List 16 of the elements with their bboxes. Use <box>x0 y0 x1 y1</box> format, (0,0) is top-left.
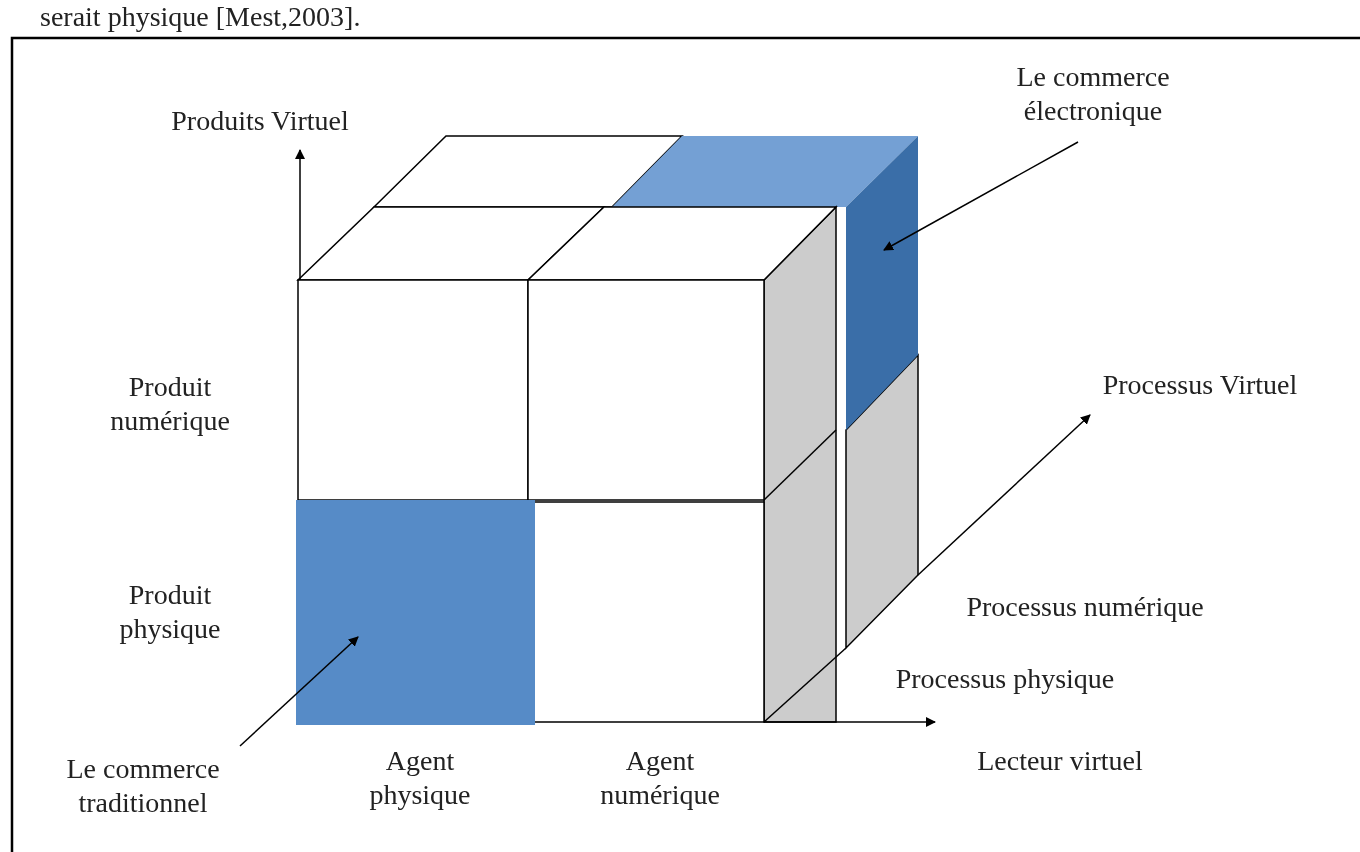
shaded-face <box>296 500 535 725</box>
body-text: serait physique [Mest,2003]. <box>40 0 362 34</box>
axis-label: Agent physique <box>368 744 472 812</box>
leader-line <box>883 141 1079 251</box>
axis-label: Produits Virtuel <box>170 104 350 138</box>
shaded-face <box>846 136 918 430</box>
axis-label: Produit physique <box>118 578 222 646</box>
leader-line <box>239 636 359 747</box>
axis-label: Processus physique <box>894 662 1116 696</box>
callout-text: Le commerce électronique <box>973 60 1213 128</box>
axis-label: Produit numérique <box>109 370 231 438</box>
axis-label: Agent numérique <box>599 744 721 812</box>
axis-label: Processus Virtuel <box>1101 368 1299 402</box>
axis-label: Processus numérique <box>965 590 1205 624</box>
axis-label: Lecteur virtuel <box>976 744 1144 778</box>
callout-text: Le commerce traditionnel <box>28 752 258 820</box>
